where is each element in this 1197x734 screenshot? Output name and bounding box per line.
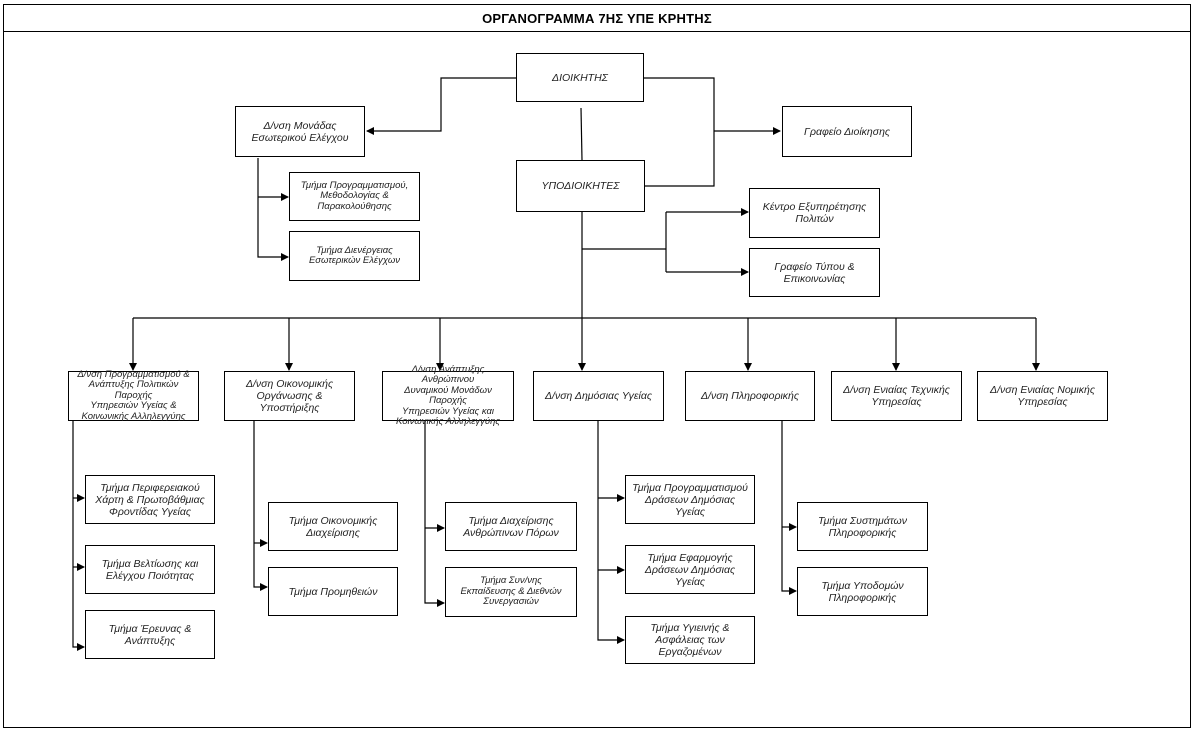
dnsi-anthropinou-dynamikou-box[interactable]: Δ/νση Ανάπτυξης Ανθρώπινου Δυναμικού Μον…	[382, 364, 514, 427]
dnsi-nomikis-box[interactable]: Δ/νση Ενιαίας Νομικής Υπηρεσίας	[977, 371, 1108, 421]
connector-dioikitis-ypodioikites	[644, 77, 715, 187]
dnsi-pliroforikis-box[interactable]: Δ/νση Πληροφορικής	[685, 371, 815, 421]
connector-audit-dienergeia	[257, 158, 289, 261]
ypodioikites-box[interactable]: ΥΠΟΔΙΟΙΚΗΤΕΣ	[516, 160, 645, 212]
tmima-synexizomenis-box[interactable]: Τμήμα Συν/νης Εκπαίδευσης & Διεθνών Συνε…	[445, 567, 577, 617]
tmima-ygieinis-asfaleias-box[interactable]: Τμήμα Υγιεινής & Ασφάλειας των Εργαζομέν…	[625, 616, 755, 664]
tmima-promitheion-box[interactable]: Τμήμα Προμηθειών	[268, 567, 398, 616]
tmima-systimaton-box[interactable]: Τμήμα Συστημάτων Πληροφορικής	[797, 502, 928, 551]
tmima-diaxeirisis-porwn-box[interactable]: Τμήμα Διαχείρισης Ανθρώπινων Πόρων	[445, 502, 577, 551]
tmima-peripheriakou-xarti-box[interactable]: Τμήμα Περιφερειακού Χάρτη & Πρωτοβάθμιας…	[85, 475, 215, 524]
grafeio-typou-box[interactable]: Γραφείο Τύπου & Επικοινωνίας	[749, 248, 880, 297]
dnsi-texnikis-box[interactable]: Δ/νση Ενιαίας Τεχνικής Υπηρεσίας	[831, 371, 962, 421]
tmima-veltiosis-box[interactable]: Τμήμα Βελτίωσης και Ελέγχου Ποιότητας	[85, 545, 215, 594]
tmima-oikonomikis-diaxeirisis-box[interactable]: Τμήμα Οικονομικής Διαχείρισης	[268, 502, 398, 551]
dioikitis-box[interactable]: ΔΙΟΙΚΗΤΗΣ	[516, 53, 644, 102]
grafeio-dioikisis-box[interactable]: Γραφείο Διοίκησης	[782, 106, 912, 157]
tmima-programmatismou-box[interactable]: Τμήμα Προγραμματισμού, Μεθοδολογίας & Πα…	[289, 172, 420, 221]
tmima-erevnas-box[interactable]: Τμήμα Έρευνας & Ανάπτυξης	[85, 610, 215, 659]
kentro-eksypiretisis-box[interactable]: Κέντρο Εξυπηρέτησης Πολιτών	[749, 188, 880, 238]
tmima-efarmogis-draseon-box[interactable]: Τμήμα Εφαρμογής Δράσεων Δημόσιας Υγείας	[625, 545, 755, 594]
tmima-dienergeias-box[interactable]: Τμήμα Διενέργειας Εσωτερικών Ελέγχων	[289, 231, 420, 281]
esoterikos-elegxos-box[interactable]: Δ/νση Μονάδας Εσωτερικού Ελέγχου	[235, 106, 365, 157]
connector-dioikitis-down	[580, 107, 583, 161]
connector-dioikitis-audit	[366, 77, 516, 135]
dnsi-dimosias-ygeias-box[interactable]: Δ/νση Δημόσιας Υγείας	[533, 371, 664, 421]
tmima-programmatismou-draseon-box[interactable]: Τμήμα Προγραμματισμού Δράσεων Δημόσιας Υ…	[625, 475, 755, 524]
tmima-ypodomon-box[interactable]: Τμήμα Υποδομών Πληροφορικής	[797, 567, 928, 616]
org-chart-frame: ΟΡΓΑΝΟΓΡΑΜΜΑ 7ΗΣ ΥΠΕ ΚΡΗΤΗΣ	[3, 4, 1191, 728]
chart-title: ΟΡΓΑΝΟΓΡΑΜΜΑ 7ΗΣ ΥΠΕ ΚΡΗΤΗΣ	[4, 5, 1190, 32]
dnsi-anaptyxis-politikon-box[interactable]: Δ/νση Προγραμματισμού & Ανάπτυξης Πολιτι…	[68, 369, 199, 421]
dnsi-oikonomikis-box[interactable]: Δ/νση Οικονομικής Οργάνωσης & Υποστήριξη…	[224, 371, 355, 421]
